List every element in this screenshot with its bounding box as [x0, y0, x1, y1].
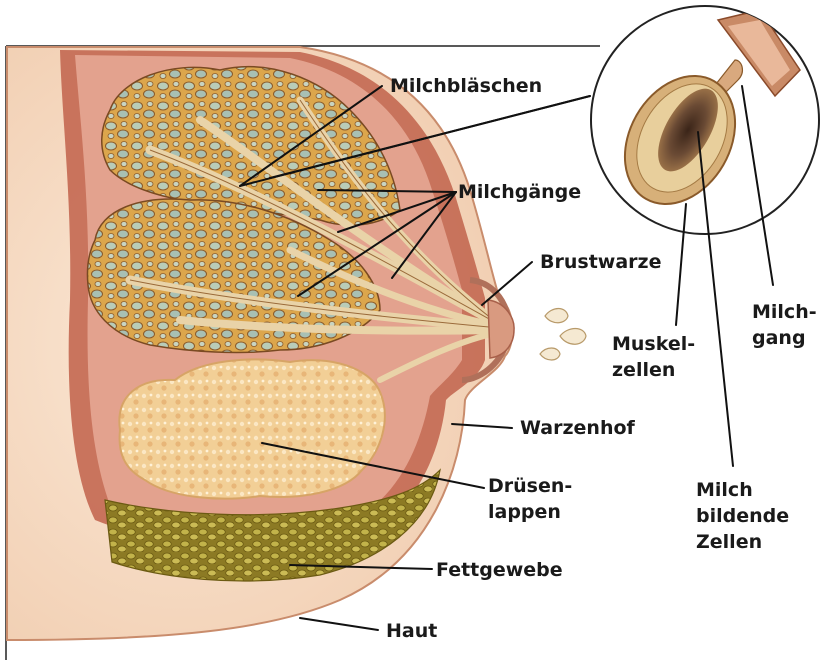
label-druesenlappen-1: Drüsen-	[488, 475, 572, 497]
label-milchgang-2: gang	[752, 327, 806, 349]
label-milchbildende-1: Milch	[696, 479, 753, 501]
label-milchgaenge: Milchgänge	[458, 181, 581, 203]
label-milchblaeschen: Milchbläschen	[390, 75, 542, 97]
label-milchbildende-3: Zellen	[696, 531, 762, 553]
label-milchgang-1: Milch-	[752, 301, 817, 323]
label-fettgewebe: Fettgewebe	[436, 559, 563, 581]
label-muskelzellen-2: zellen	[612, 359, 675, 381]
label-warzenhof: Warzenhof	[520, 417, 636, 439]
label-muskelzellen-1: Muskel-	[612, 333, 695, 355]
label-milchbildende-2: bildende	[696, 505, 789, 527]
label-brustwarze: Brustwarze	[540, 251, 661, 273]
label-druesenlappen-2: lappen	[488, 501, 561, 523]
label-haut: Haut	[386, 620, 437, 642]
milk-droplets	[540, 309, 586, 361]
gland-lobe	[119, 359, 384, 498]
